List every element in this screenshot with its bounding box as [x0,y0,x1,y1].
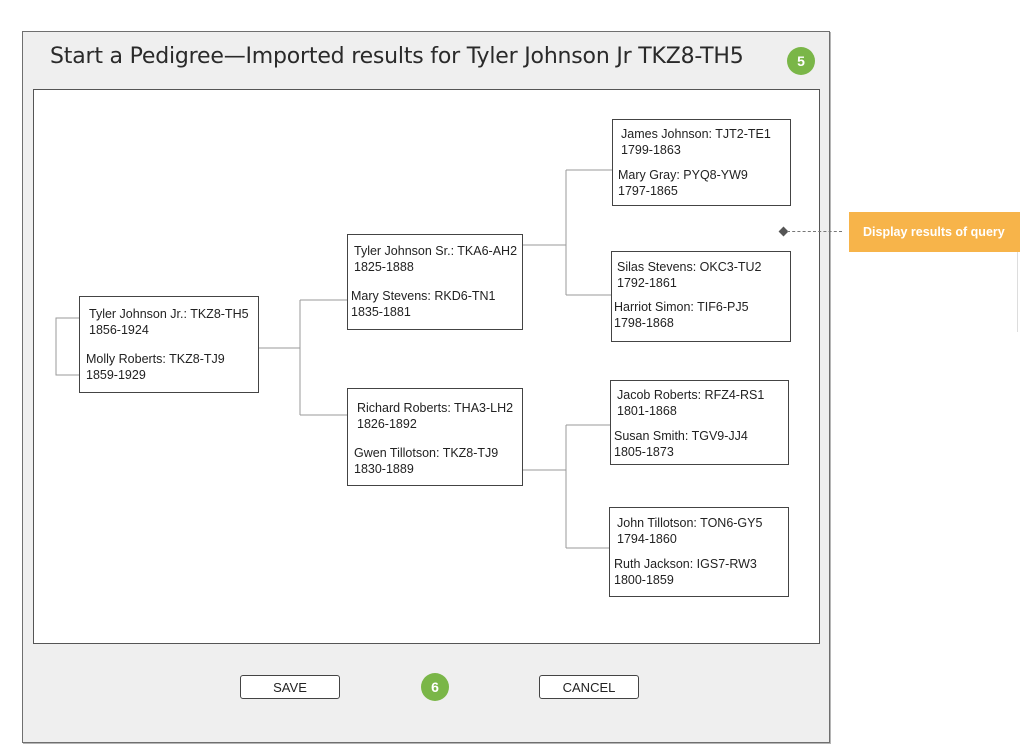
spouse-name: Mary Stevens: RKD6-TN1 [351,289,496,303]
person-years: 1792-1861 [617,276,677,290]
person-name: Richard Roberts: THA3-LH2 [357,401,514,415]
dialog-title: Start a Pedigree—Imported results for Ty… [50,44,744,69]
spouse-years: 1800-1859 [614,573,674,587]
person-years: 1825-1888 [354,260,414,274]
spouse-years: 1830-1889 [354,462,414,476]
spouse-years: 1797-1865 [618,184,678,198]
person-years: 1794-1860 [617,532,677,546]
spouse-name: Gwen Tillotson: TKZ8-TJ9 [354,446,499,460]
spouse-years: 1798-1868 [614,316,674,330]
save-button[interactable]: SAVE [240,675,340,699]
person-box-grandparents-4[interactable]: John Tillotson: TON6-GY5 1794-1860 Ruth … [609,507,789,597]
step-badge-5: 5 [787,47,815,75]
spouse-years: 1835-1881 [351,305,411,319]
person-box-grandparents-1[interactable]: James Johnson: TJT2-TE1 1799-1863 Mary G… [612,119,791,206]
annotation-note: Display results of query [849,212,1020,252]
annotation-connector [787,231,842,232]
page-edge [1017,252,1018,332]
person-name: James Johnson: TJT2-TE1 [621,127,771,141]
person-box-paternal-parents[interactable]: Tyler Johnson Sr.: TKA6-AH2 1825-1888 Ma… [347,234,523,330]
step-badge-6: 6 [421,673,449,701]
person-name: Jacob Roberts: RFZ4-RS1 [617,388,765,402]
cancel-button[interactable]: CANCEL [539,675,639,699]
spouse-name: Mary Gray: PYQ8-YW9 [618,168,748,182]
person-box-root[interactable]: Tyler Johnson Jr.: TKZ8-TH5 1856-1924 Mo… [79,296,259,393]
spouse-name: Molly Roberts: TKZ8-TJ9 [86,352,225,366]
person-years: 1799-1863 [621,143,681,157]
person-name: Tyler Johnson Sr.: TKA6-AH2 [354,244,518,258]
person-years: 1856-1924 [89,323,149,337]
person-name: Tyler Johnson Jr.: TKZ8-TH5 [89,307,249,321]
person-years: 1801-1868 [617,404,677,418]
spouse-name: Ruth Jackson: IGS7-RW3 [614,557,757,571]
spouse-name: Harriot Simon: TIF6-PJ5 [614,300,749,314]
spouse-years: 1859-1929 [86,368,146,382]
person-box-maternal-parents[interactable]: Richard Roberts: THA3-LH2 1826-1892 Gwen… [347,388,523,486]
spouse-name: Susan Smith: TGV9-JJ4 [614,429,748,443]
person-name: Silas Stevens: OKC3-TU2 [617,260,762,274]
person-name: John Tillotson: TON6-GY5 [617,516,763,530]
person-box-grandparents-3[interactable]: Jacob Roberts: RFZ4-RS1 1801-1868 Susan … [610,380,789,465]
person-box-grandparents-2[interactable]: Silas Stevens: OKC3-TU2 1792-1861 Harrio… [611,251,791,342]
spouse-years: 1805-1873 [614,445,674,459]
person-years: 1826-1892 [357,417,417,431]
